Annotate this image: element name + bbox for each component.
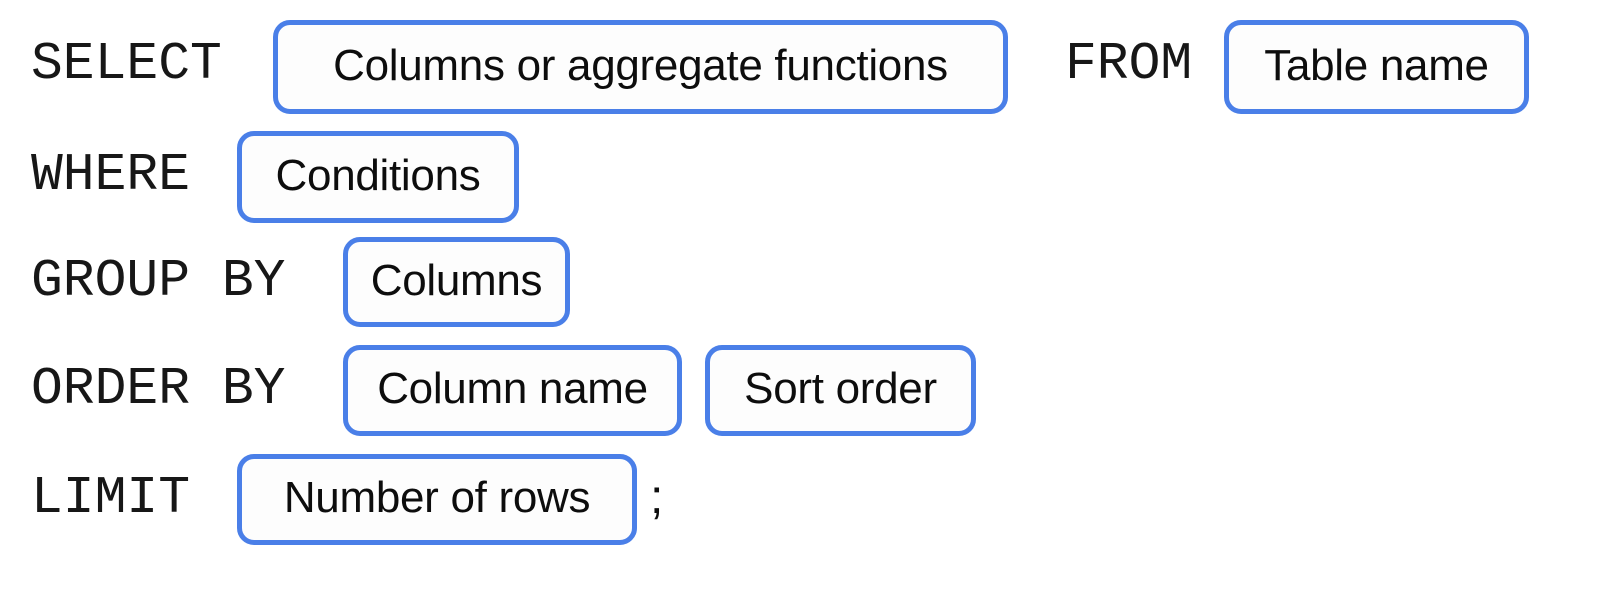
slot-label: Columns	[370, 255, 543, 305]
slot-table-name[interactable]: Table name	[1224, 20, 1529, 114]
keyword-group-by: GROUP BY	[31, 251, 286, 311]
slot-conditions[interactable]: Conditions	[237, 131, 519, 223]
slot-group-by-columns[interactable]: Columns	[343, 237, 570, 327]
slot-label: Column name	[377, 364, 648, 413]
slot-order-by-column-name[interactable]: Column name	[343, 345, 682, 436]
slot-sort-order[interactable]: Sort order	[705, 345, 976, 436]
keyword-select: SELECT	[31, 34, 222, 94]
keyword-order-by: ORDER BY	[31, 359, 286, 419]
statement-terminator: ;	[650, 471, 664, 524]
slot-label: Sort order	[744, 364, 937, 413]
keyword-limit: LIMIT	[31, 468, 191, 528]
slot-columns-or-aggregate-functions[interactable]: Columns or aggregate functions	[273, 20, 1008, 114]
slot-label: Conditions	[275, 150, 481, 200]
keyword-from: FROM	[1065, 34, 1193, 94]
slot-label: Number of rows	[283, 473, 591, 522]
slot-number-of-rows[interactable]: Number of rows	[237, 454, 637, 545]
keyword-where: WHERE	[31, 145, 191, 205]
slot-label: Table name	[1264, 40, 1489, 90]
slot-label: Columns or aggregate functions	[333, 40, 948, 90]
